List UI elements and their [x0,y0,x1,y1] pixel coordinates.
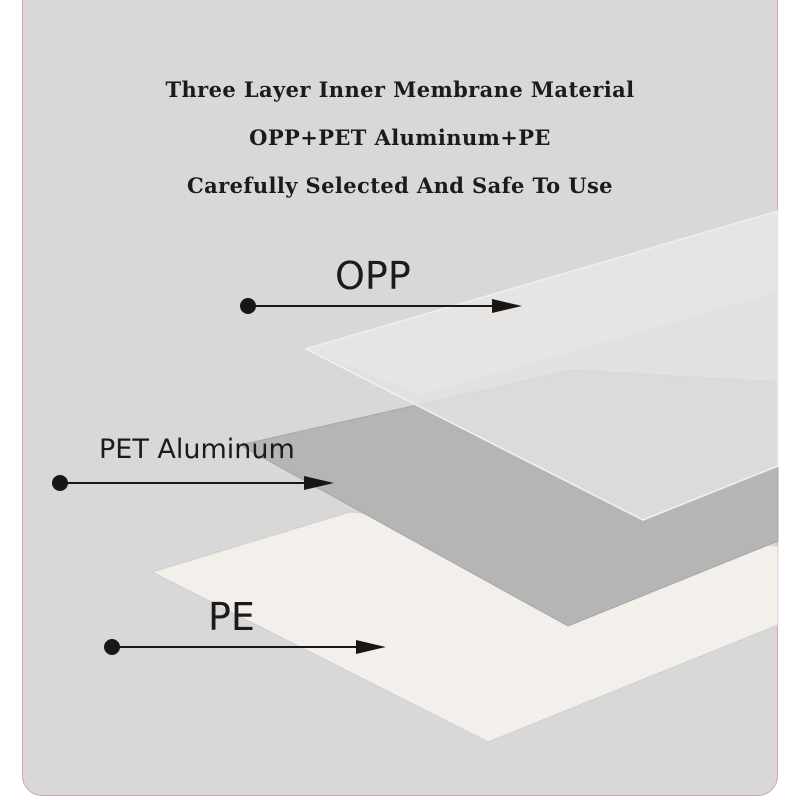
pet-aluminum-label: PET Aluminum [99,434,295,465]
opp-layer-sheen [306,211,778,395]
opp-label: OPP [335,254,411,298]
opp-pointer [240,298,522,314]
pet-aluminum-pointer [52,475,334,491]
heading-line-1: Three Layer Inner Membrane Material [165,77,635,102]
pe-pointer [104,639,386,655]
heading-line-3: Carefully Selected And Safe To Use [187,173,613,198]
heading-line-2: OPP+PET Aluminum+PE [249,125,551,150]
pe-label: PE [208,595,255,639]
